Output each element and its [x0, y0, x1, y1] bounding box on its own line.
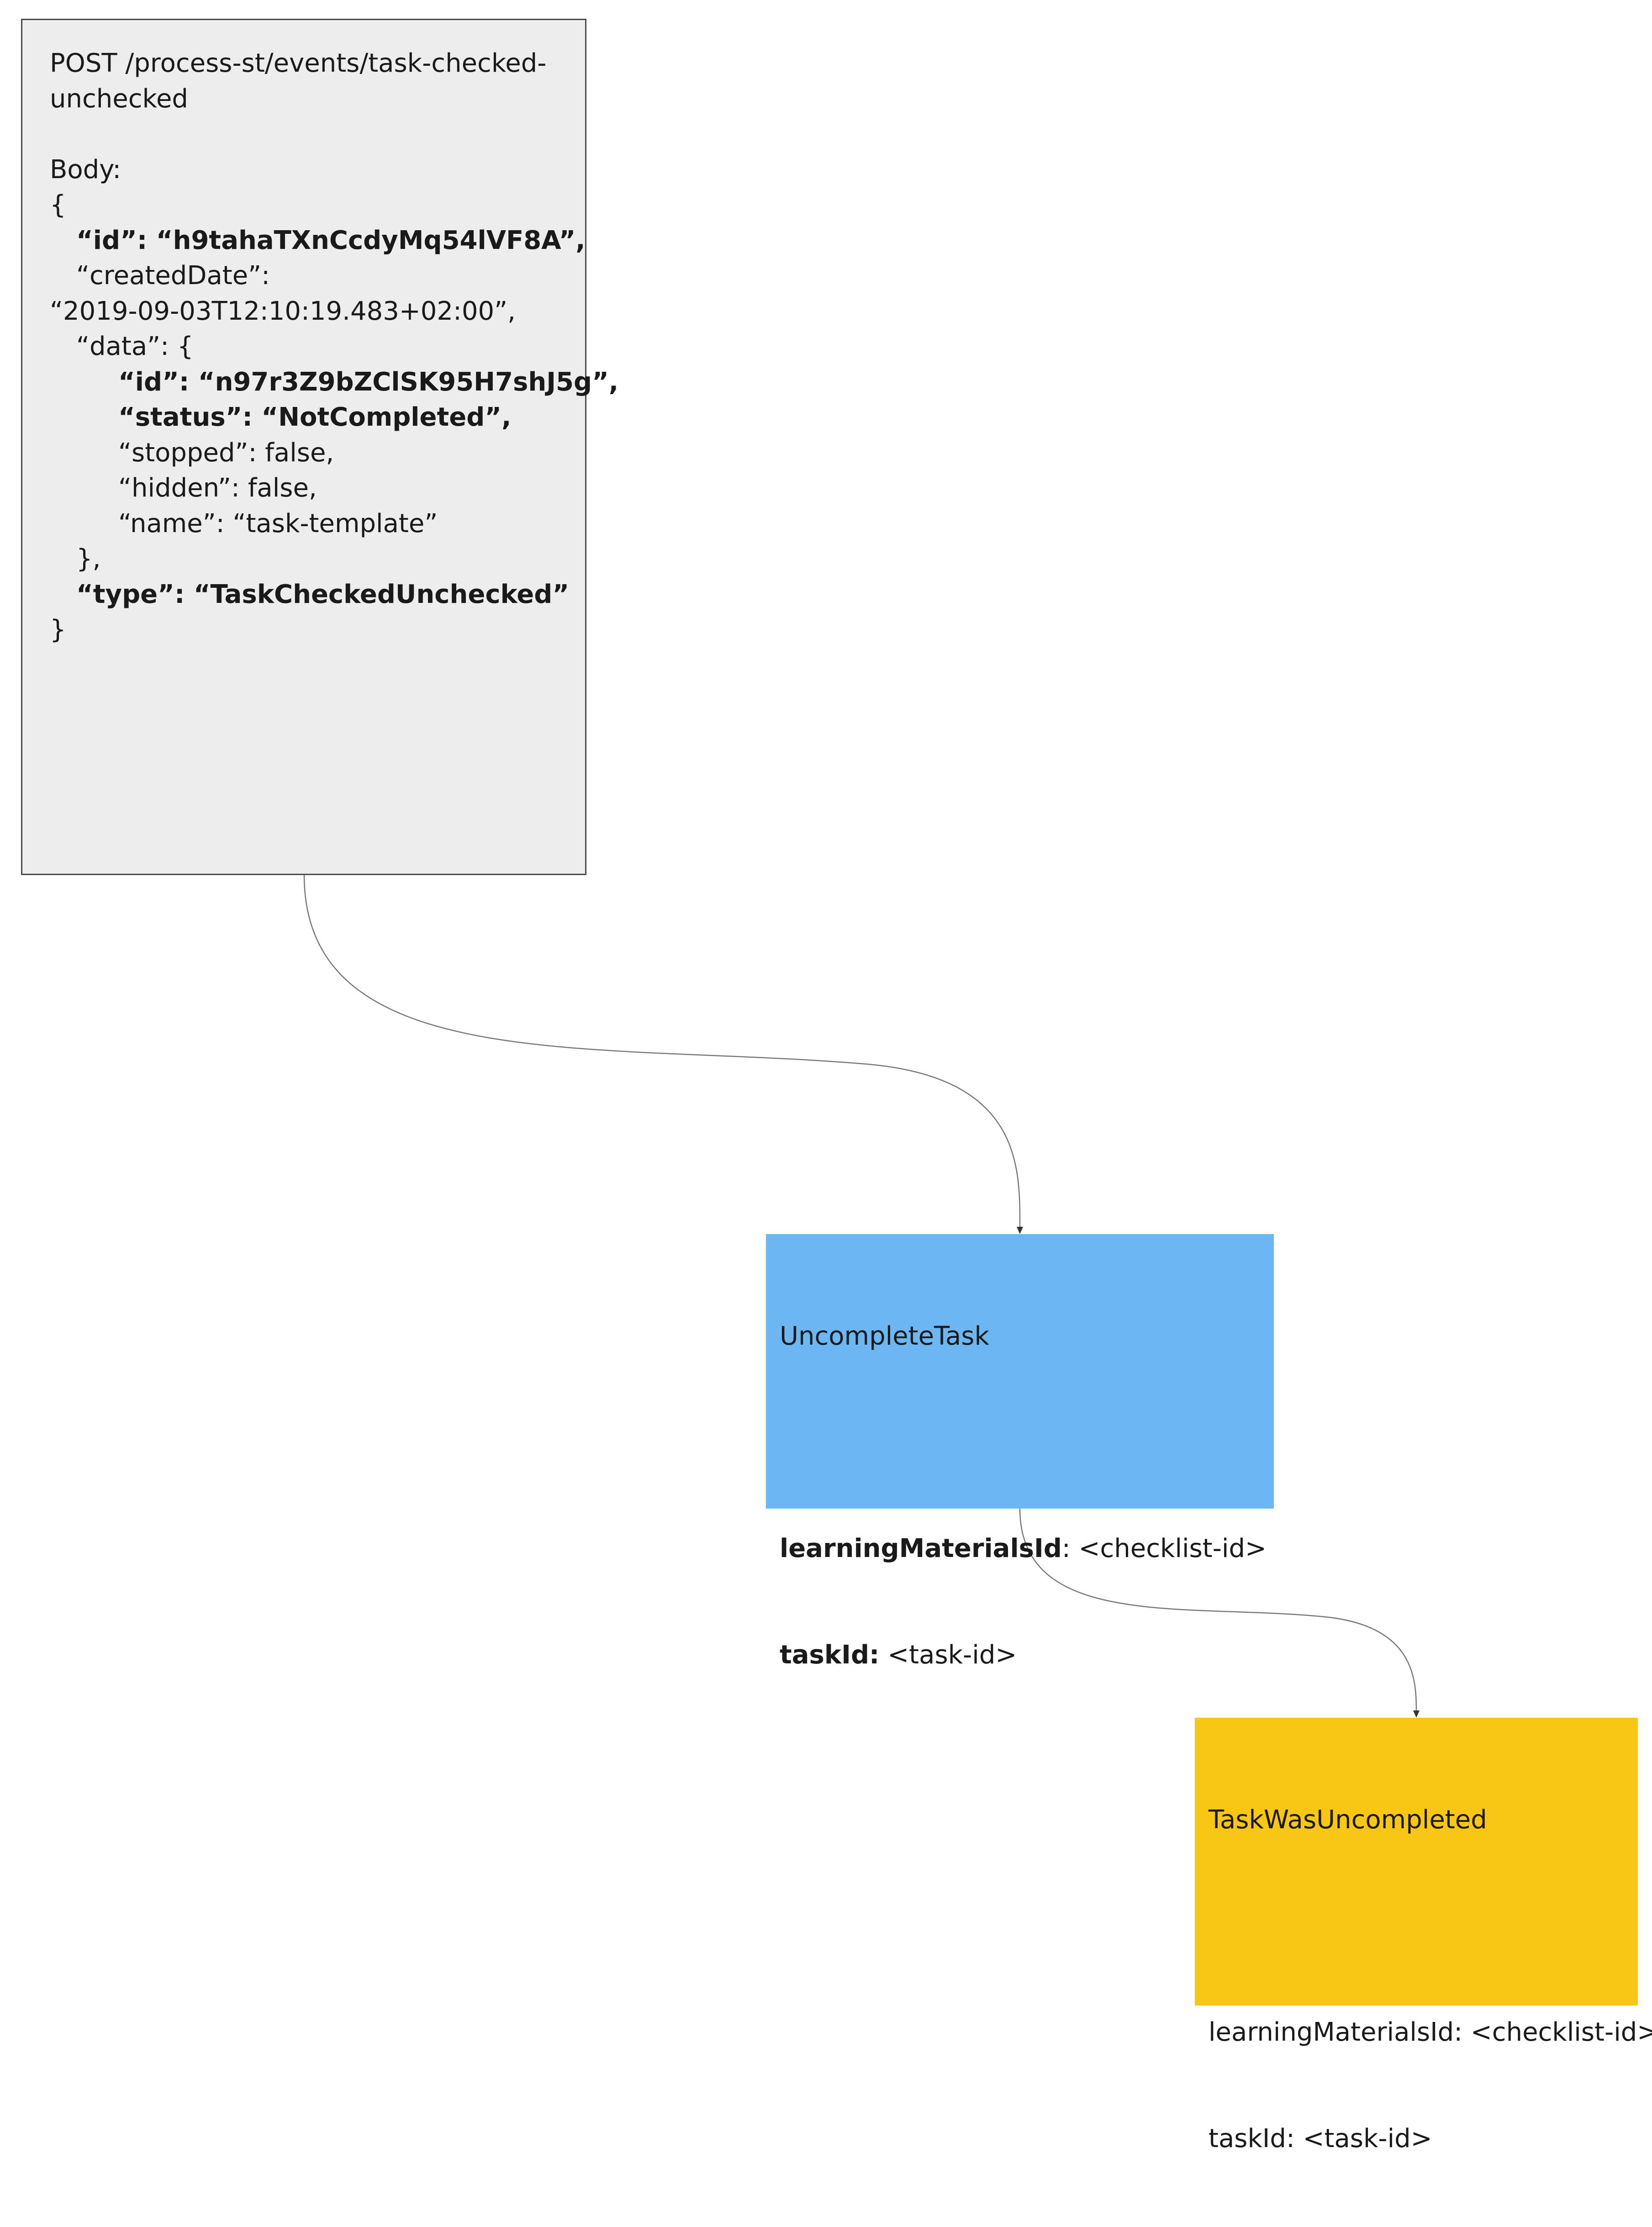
event-field-task-id: taskId: <task-id>	[1209, 2123, 1432, 2153]
command-title: UncompleteTask	[780, 1321, 989, 1351]
connector-request-to-command	[303, 875, 1021, 1229]
request-line: “id”: “h9tahaTXnCcdyMq54lVF8A”,	[76, 225, 586, 255]
request-line: “type”: “TaskCheckedUnchecked”	[76, 579, 570, 609]
request-line: “name”: “task-template”	[118, 508, 438, 538]
event-spacer	[1209, 1909, 1624, 1944]
command-spacer	[780, 1425, 1260, 1461]
request-line: “data”: {	[76, 332, 194, 361]
request-card: POST /process-st/events/task-checked-unc…	[21, 19, 619, 875]
command-field2-key: taskId:	[780, 1640, 880, 1670]
request-line: “id”: “n97r3Z9bZClSK95H7shJ5g”,	[118, 367, 619, 397]
request-line: {	[50, 190, 66, 220]
request-line: “hidden”: false,	[118, 473, 317, 503]
connector-arrowhead-command	[1017, 1227, 1023, 1234]
request-line: “2019-09-03T12:10:19.483+02:00”,	[50, 296, 516, 326]
request-body-text: POST /process-st/events/task-checked-unc…	[50, 46, 619, 648]
request-line: “stopped”: false,	[118, 438, 334, 468]
request-line: “status”: “NotCompleted”,	[118, 402, 512, 432]
command-field-task-id: taskId: <task-id>	[780, 1637, 1260, 1673]
request-line: },	[76, 544, 101, 574]
request-line: }	[50, 615, 66, 644]
request-line	[50, 116, 558, 152]
request-line: unchecked	[50, 84, 188, 114]
command-field1-value: : <checklist-id>	[1061, 1534, 1267, 1563]
command-field2-value: <task-id>	[879, 1640, 1017, 1670]
request-line: Body:	[50, 154, 121, 185]
event-card: TaskWasUncompleted learningMaterialsId: …	[1195, 1718, 1652, 2153]
command-card: UncompleteTask learningMaterialsId: <che…	[766, 1234, 1274, 1670]
request-line: POST /process-st/events/task-checked-	[50, 48, 547, 78]
command-field-learning-materials: learningMaterialsId: <checklist-id>	[780, 1531, 1267, 1567]
request-line: “createdDate”:	[76, 261, 270, 290]
connector-arrowhead-event	[1413, 1710, 1420, 1718]
command-field1-key: learningMaterialsId	[780, 1534, 1062, 1563]
event-title: TaskWasUncompleted	[1209, 1805, 1487, 1835]
